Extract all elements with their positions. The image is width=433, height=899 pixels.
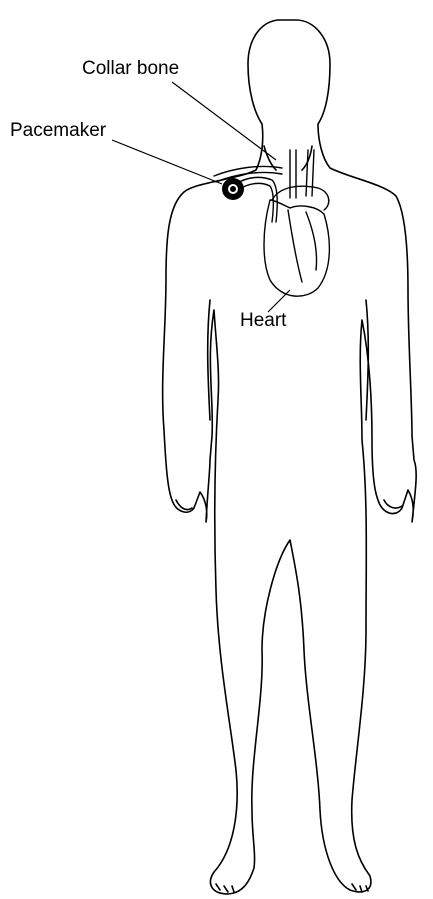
right-hand bbox=[384, 500, 402, 508]
right-arm-line bbox=[366, 300, 368, 420]
vessel-4 bbox=[312, 150, 314, 196]
pacemaker-device bbox=[222, 178, 244, 200]
heart-label: Heart bbox=[240, 310, 286, 332]
collar-bone bbox=[214, 166, 282, 176]
heart-leader bbox=[268, 290, 290, 312]
heart-detail-2 bbox=[306, 212, 317, 270]
pacemaker-leader bbox=[112, 140, 222, 184]
collar-bone-label: Collar bone bbox=[82, 58, 179, 80]
left-toes bbox=[216, 884, 234, 892]
heart-shape bbox=[264, 200, 329, 296]
heart-detail bbox=[288, 210, 302, 282]
left-hand bbox=[176, 500, 192, 510]
vessel-3 bbox=[306, 150, 308, 196]
pacemaker-label: Pacemaker bbox=[10, 120, 106, 142]
